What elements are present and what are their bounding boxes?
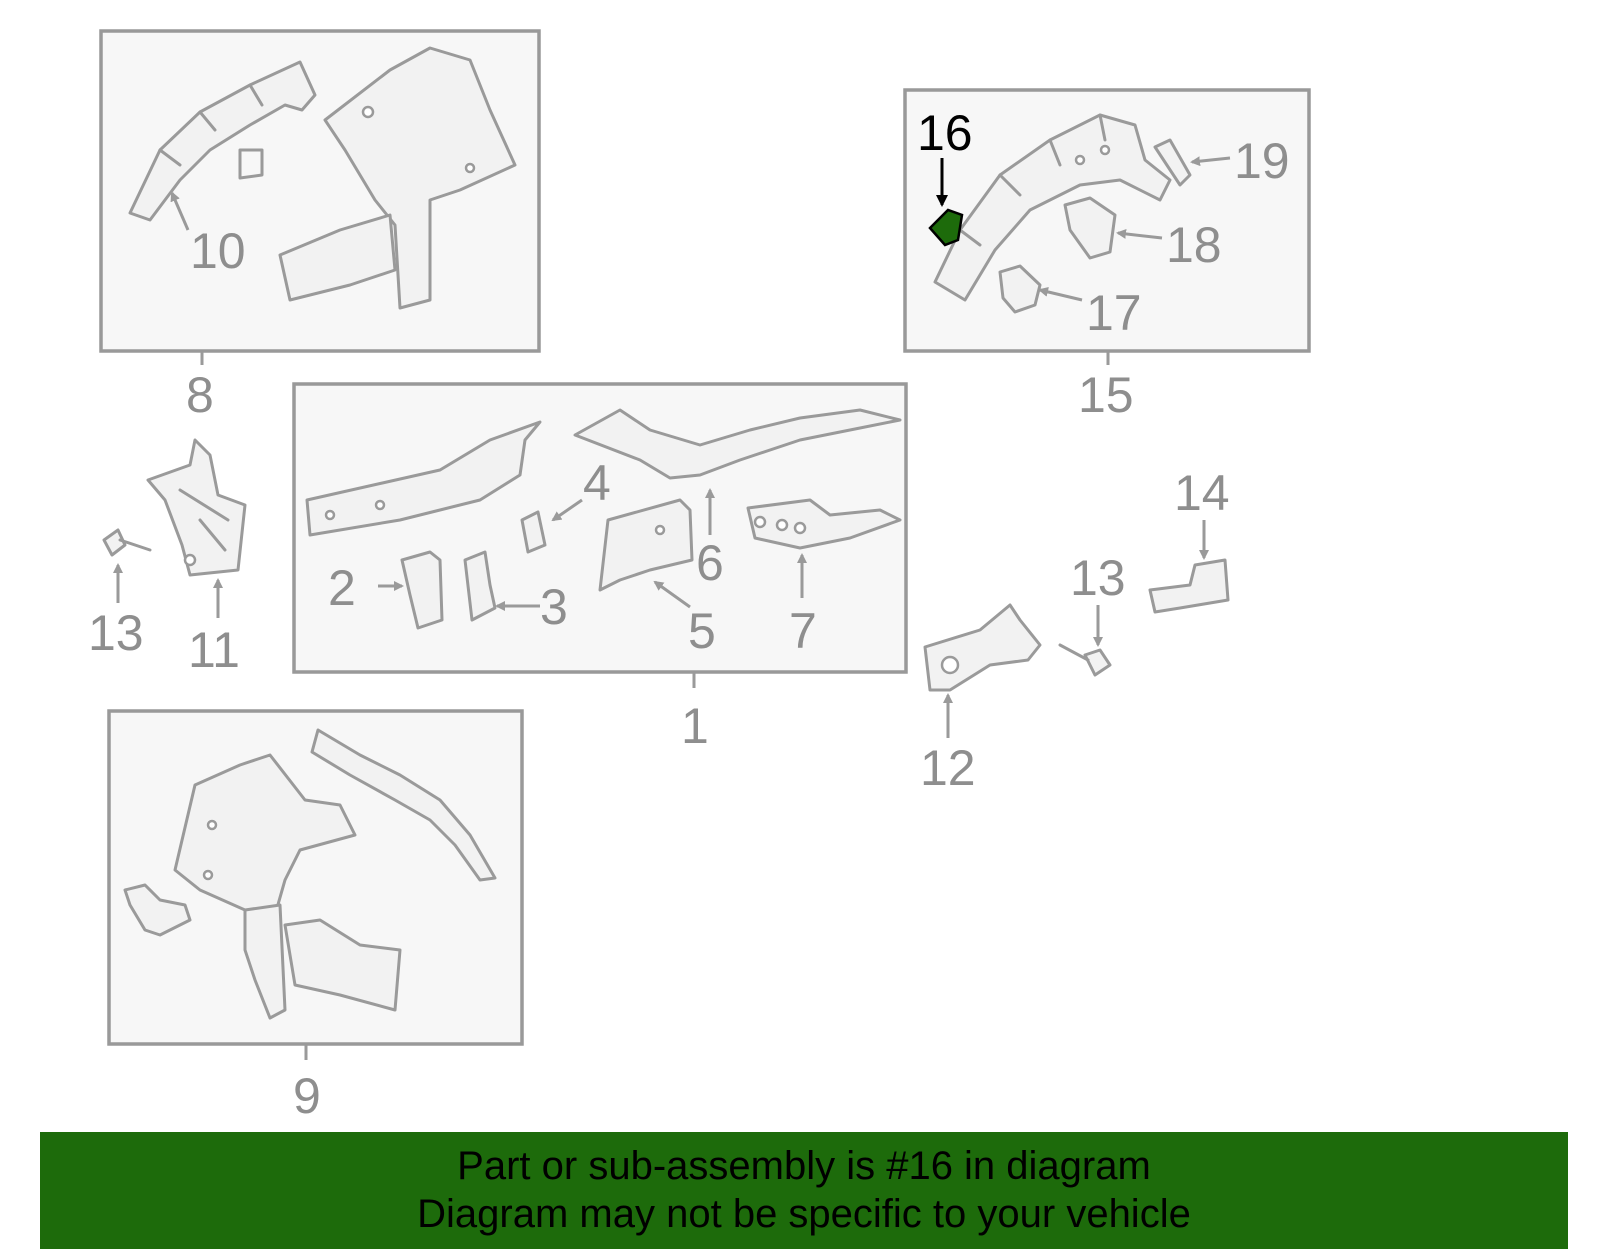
callout-11: 11	[188, 622, 240, 678]
inner-panel-drawing	[238, 46, 517, 310]
callout-4: 4	[583, 455, 611, 511]
part-2-drawing	[400, 550, 444, 630]
callout-15: 15	[1078, 367, 1134, 423]
callout-2: 2	[328, 560, 356, 616]
part-4-drawing	[520, 510, 547, 554]
callout-13-right: 13	[1070, 550, 1126, 606]
callout-14: 14	[1174, 465, 1230, 521]
callout-1: 1	[681, 698, 709, 754]
callout-8: 8	[186, 367, 214, 423]
callout-13-left: 13	[88, 605, 144, 661]
banner-line-2: Diagram may not be specific to your vehi…	[417, 1192, 1191, 1236]
part-11-drawing	[146, 438, 247, 577]
callout-12: 12	[920, 740, 976, 796]
part-7-drawing	[746, 498, 902, 550]
part-5-drawing	[598, 498, 694, 592]
part-16-highlighted	[928, 208, 964, 247]
subassembly-box-9: 9	[107, 709, 524, 1124]
callout-19: 19	[1234, 133, 1290, 189]
callout-3: 3	[540, 579, 568, 635]
callout-10: 10	[190, 223, 246, 279]
parts-diagram: 10 8 16 19 18 17 15	[88, 29, 1311, 1124]
part-10-rail-drawing	[128, 60, 317, 222]
callout-16: 16	[917, 105, 973, 161]
part-13-bolt-left	[102, 528, 152, 557]
part-17-drawing	[998, 264, 1042, 314]
callout-17: 17	[1086, 285, 1142, 341]
part-6-drawing	[573, 408, 902, 480]
callout-5: 5	[688, 603, 716, 659]
callout-9: 9	[293, 1068, 321, 1124]
callout-7: 7	[789, 603, 817, 659]
part-18-drawing	[1063, 196, 1117, 260]
subassembly-box-1: 2 3 4 5 6 7 1	[292, 382, 908, 754]
subassembly-box-15: 16 19 18 17 15	[903, 88, 1311, 423]
banner-line-1: Part or sub-assembly is #16 in diagram	[457, 1144, 1151, 1188]
bracket-drawing	[123, 883, 192, 937]
subassembly-box-8: 10 8	[99, 29, 541, 423]
part-19-drawing	[1153, 138, 1192, 187]
part-3-drawing	[463, 550, 497, 622]
part-15-rail-drawing	[933, 113, 1172, 302]
callout-6: 6	[696, 535, 724, 591]
callout-18: 18	[1166, 217, 1222, 273]
rail-drawing	[310, 728, 497, 882]
main-rail-drawing	[305, 420, 542, 537]
part-14-drawing	[1148, 558, 1230, 614]
part-12-drawing	[923, 603, 1042, 692]
outer-panel-drawing	[173, 753, 402, 1020]
info-banner: Part or sub-assembly is #16 in diagram D…	[40, 1132, 1568, 1249]
part-13-bolt-right	[1058, 643, 1112, 677]
